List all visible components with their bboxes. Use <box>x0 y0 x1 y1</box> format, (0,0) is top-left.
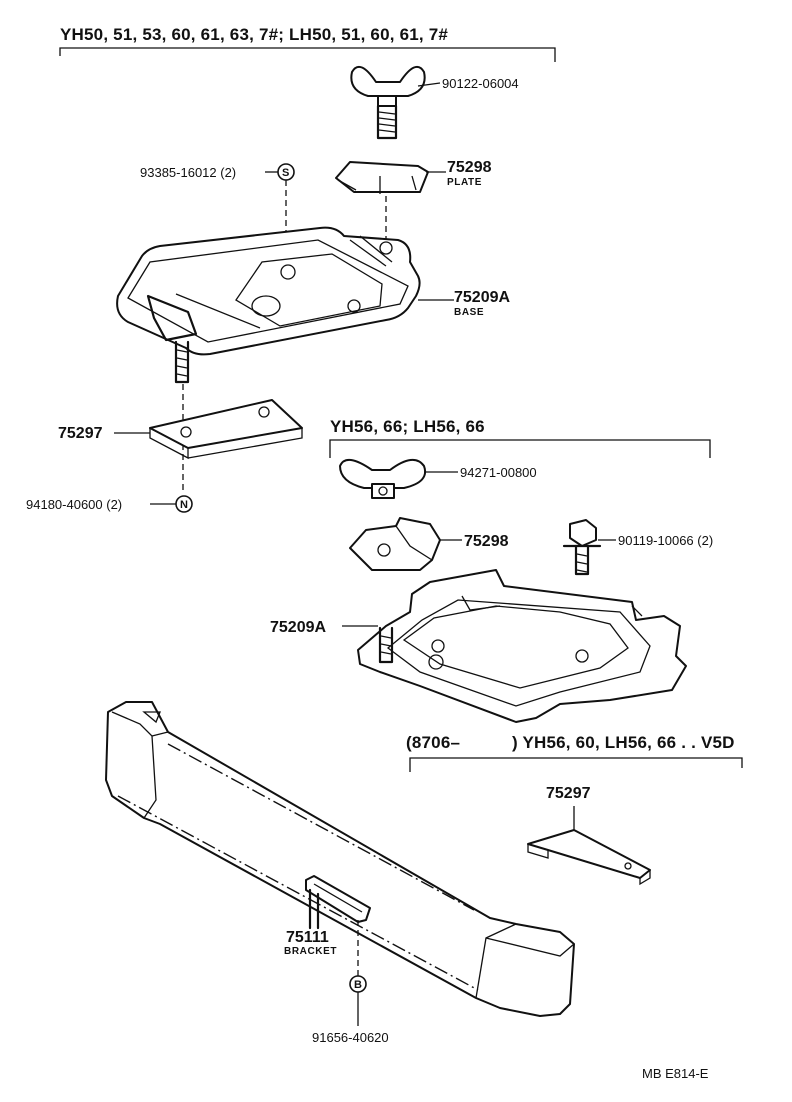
bottom-group-bracket-line <box>409 757 743 772</box>
middle-group-bracket-line <box>329 439 711 458</box>
nut-n-symbol <box>175 495 193 513</box>
label-bracket-bottom-name: BRACKET <box>284 946 337 957</box>
bottom-group-header-start: (8706– <box>406 733 460 752</box>
plate-mid <box>349 517 441 571</box>
top-group-bracket-line <box>59 47 556 62</box>
label-bracket-right: 75297 <box>546 785 591 802</box>
label-wing-nut-mid: 94271-00800 <box>460 465 537 480</box>
clip-s-symbol-letter: S <box>282 167 289 179</box>
wing-nut-mid <box>339 459 426 499</box>
rear-bumper <box>105 701 575 1017</box>
label-plate-top-number: 75298 <box>447 159 492 176</box>
label-nut-n: 94180-40600 (2) <box>26 497 122 512</box>
nut-n-symbol-letter: N <box>180 499 188 511</box>
label-plate-mid: 75298 <box>464 533 509 550</box>
label-clip-s: 93385-16012 (2) <box>140 165 236 180</box>
top-group-header: YH50, 51, 53, 60, 61, 63, 7#; LH50, 51, … <box>60 25 448 44</box>
bolt-mid <box>562 519 602 576</box>
label-base-mid: 75209A <box>270 619 326 636</box>
bracket-bottom <box>305 875 371 930</box>
label-plate-top-name: PLATE <box>447 177 482 188</box>
middle-group-header: YH56, 66; LH56, 66 <box>330 417 485 436</box>
plate-top <box>335 161 429 194</box>
hook-bolt-top <box>174 340 190 384</box>
label-base-top-name: BASE <box>454 307 484 318</box>
label-bolt-b: 91656-40620 <box>312 1030 389 1045</box>
bottom-group-header-end: ) YH56, 60, LH56, 66 . . V5D <box>512 733 735 752</box>
base-top <box>116 226 421 356</box>
leader-wing-bolt-top <box>417 82 441 87</box>
bracket-lower-left <box>149 399 303 460</box>
label-base-top-number: 75209A <box>454 289 510 306</box>
bumper-centerline-upper <box>167 743 475 911</box>
label-bolt-mid: 90119-10066 (2) <box>618 533 713 548</box>
footer-code: MB E814-E <box>642 1066 709 1081</box>
wing-bolt-top <box>350 65 426 140</box>
label-wing-bolt-top: 90122-06004 <box>442 76 519 91</box>
bolt-b-symbol-letter: B <box>354 979 362 991</box>
bumper-centerline-lower <box>117 795 479 991</box>
label-bracket-lower-left: 75297 <box>58 425 103 442</box>
label-bracket-bottom-number: 75111 <box>286 929 329 946</box>
base-mid <box>357 569 687 723</box>
bracket-right <box>527 829 651 886</box>
